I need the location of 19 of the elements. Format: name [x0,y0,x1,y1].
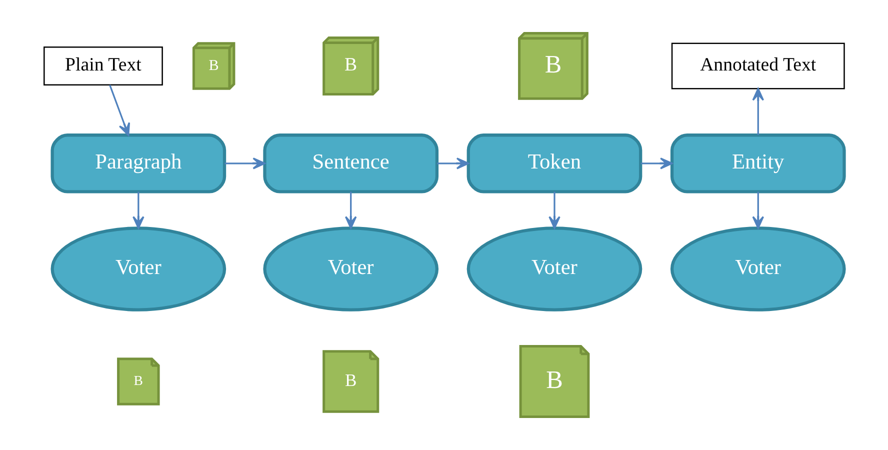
arrow [132,192,144,229]
node-box: Entity [670,134,846,194]
arrow [752,88,764,135]
node-box: Plain Text [43,46,162,86]
node-ellipse: Voter [466,226,642,312]
arrow [224,158,265,170]
arrow [752,192,764,229]
node-ellipse: Voter [262,226,438,312]
arrow [108,84,130,136]
arrow [548,192,560,229]
node-ellipse: Voter [50,226,226,312]
node-box: Token [466,134,642,194]
node-box: Sentence [262,134,438,194]
arrow [344,192,356,229]
node-box: Paragraph [50,134,226,194]
arrow [436,158,469,170]
node-box: Annotated Text [670,42,844,90]
node-ellipse: Voter [670,226,846,312]
arrow [640,158,672,170]
